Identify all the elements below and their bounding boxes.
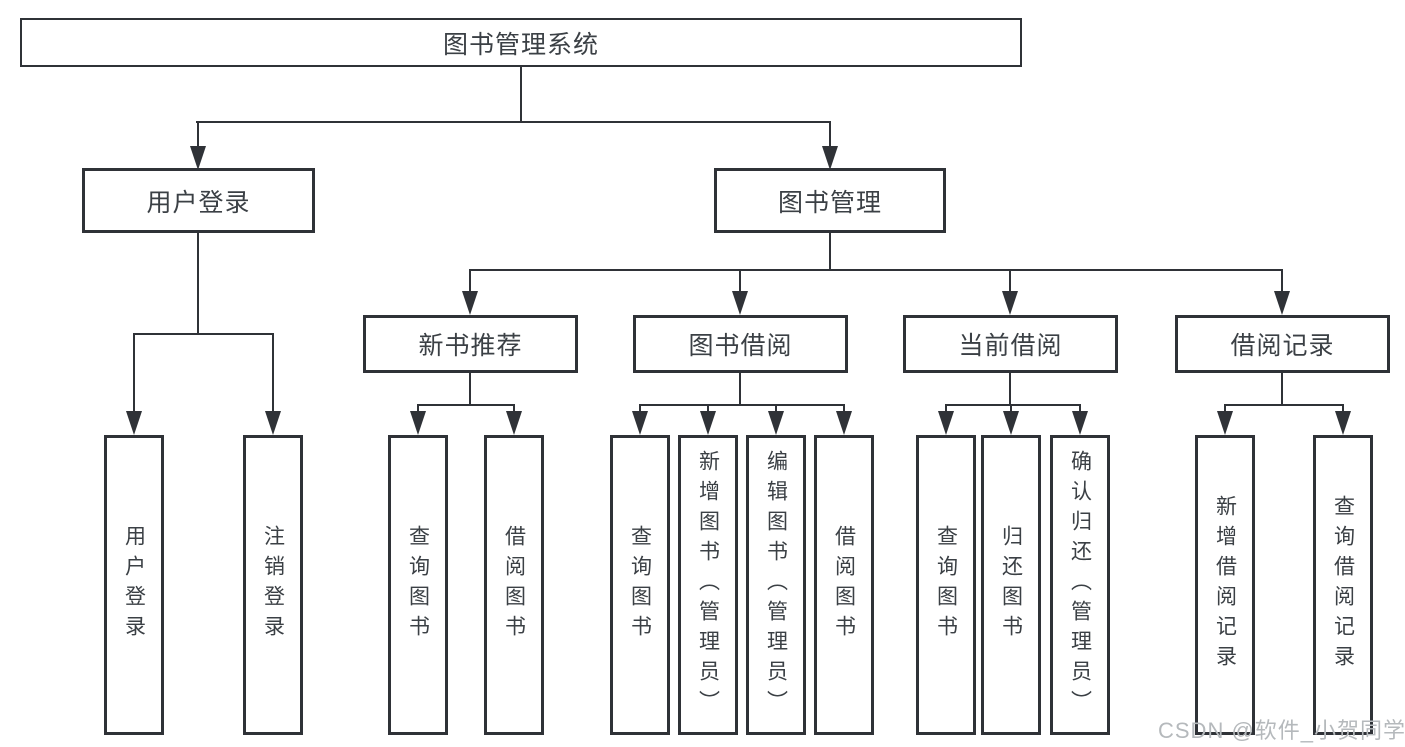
node-book-management-label: 图书管理: [777, 188, 882, 217]
connector-arrow-down-icon: [1072, 411, 1088, 435]
connector-line: [739, 373, 741, 406]
connector-line: [417, 404, 515, 406]
connector-line: [775, 404, 777, 413]
connector-line: [197, 121, 199, 147]
connector-arrow-down-icon: [1002, 291, 1018, 315]
node-user-login-label: 用户登录: [146, 188, 251, 217]
connector-line: [1009, 269, 1011, 292]
connector-arrow-down-icon: [1003, 411, 1019, 435]
connector-line: [469, 373, 471, 406]
leaf-edit-books-admin-label: 编辑图书（管理员）: [764, 450, 788, 720]
leaf-current-search-books: 查询图书: [916, 435, 976, 735]
node-current-borrow-label: 当前借阅: [958, 332, 1063, 360]
leaf-recommend-borrow-books: 借阅图书: [484, 435, 544, 735]
leaf-add-books-admin-label: 新增图书（管理员）: [696, 450, 720, 720]
connector-arrow-down-icon: [632, 411, 648, 435]
connector-line: [1281, 373, 1283, 406]
leaf-borrow-search-books: 查询图书: [610, 435, 670, 735]
node-root-label: 图书管理系统: [442, 30, 599, 59]
connector-arrow-down-icon: [700, 411, 716, 435]
node-root-system: 图书管理系统: [20, 18, 1022, 67]
connector-line: [945, 404, 1081, 406]
connector-line: [639, 404, 845, 406]
leaf-confirm-return-admin-label: 确认归还（管理员）: [1068, 450, 1092, 720]
leaf-logout: 注销登录: [243, 435, 303, 735]
leaf-current-search-books-label: 查询图书: [934, 525, 958, 645]
connector-line: [272, 333, 274, 412]
connector-arrow-down-icon: [732, 291, 748, 315]
connector-arrow-down-icon: [1335, 411, 1351, 435]
leaf-recommend-borrow-books-label: 借阅图书: [502, 525, 526, 645]
connector-line: [707, 404, 709, 413]
connector-line: [133, 333, 274, 335]
leaf-add-borrow-record: 新增借阅记录: [1195, 435, 1255, 735]
connector-line: [1224, 404, 1344, 406]
leaf-borrow-books-label: 借阅图书: [832, 525, 856, 645]
connector-arrow-down-icon: [822, 146, 838, 170]
connector-line: [469, 269, 1283, 271]
connector-line: [1010, 404, 1012, 413]
connector-line: [639, 404, 641, 413]
node-user-login: 用户登录: [82, 168, 315, 233]
leaf-edit-books-admin: 编辑图书（管理员）: [746, 435, 806, 735]
connector-line: [197, 233, 199, 334]
leaf-confirm-return-admin: 确认归还（管理员）: [1050, 435, 1110, 735]
node-book-management: 图书管理: [714, 168, 946, 233]
connector-line: [829, 233, 831, 271]
connector-arrow-down-icon: [836, 411, 852, 435]
leaf-return-books-label: 归还图书: [999, 525, 1023, 645]
leaf-add-borrow-record-label: 新增借阅记录: [1213, 495, 1237, 675]
connector-arrow-down-icon: [938, 411, 954, 435]
node-new-book-recommend: 新书推荐: [363, 315, 578, 373]
leaf-search-borrow-record: 查询借阅记录: [1313, 435, 1373, 735]
leaf-recommend-search-books-label: 查询图书: [406, 525, 430, 645]
leaf-user-login-label: 用户登录: [122, 525, 146, 645]
leaf-user-login: 用户登录: [104, 435, 164, 735]
node-new-book-recommend-label: 新书推荐: [418, 332, 523, 360]
leaf-add-books-admin: 新增图书（管理员）: [678, 435, 738, 735]
leaf-return-books: 归还图书: [981, 435, 1041, 735]
connector-line: [196, 121, 831, 123]
connector-line: [469, 269, 471, 292]
connector-line: [417, 404, 419, 413]
connector-line: [1342, 404, 1344, 413]
connector-line: [739, 269, 741, 292]
node-borrow-records: 借阅记录: [1175, 315, 1390, 373]
connector-line: [513, 404, 515, 413]
connector-line: [1079, 404, 1081, 413]
connector-line: [520, 67, 522, 121]
connector-line: [829, 121, 831, 147]
connector-line: [945, 404, 947, 413]
node-borrow-records-label: 借阅记录: [1230, 332, 1335, 360]
connector-arrow-down-icon: [126, 411, 142, 435]
connector-line: [843, 404, 845, 413]
leaf-recommend-search-books: 查询图书: [388, 435, 448, 735]
connector-line: [133, 333, 135, 412]
node-book-borrow: 图书借阅: [633, 315, 848, 373]
connector-line: [1224, 404, 1226, 413]
leaf-logout-label: 注销登录: [261, 525, 285, 645]
connector-arrow-down-icon: [768, 411, 784, 435]
leaf-search-borrow-record-label: 查询借阅记录: [1331, 495, 1355, 675]
node-book-borrow-label: 图书借阅: [688, 332, 793, 360]
connector-arrow-down-icon: [410, 411, 426, 435]
connector-arrow-down-icon: [265, 411, 281, 435]
leaf-borrow-books: 借阅图书: [814, 435, 874, 735]
connector-arrow-down-icon: [1217, 411, 1233, 435]
node-current-borrow: 当前借阅: [903, 315, 1118, 373]
connector-arrow-down-icon: [1274, 291, 1290, 315]
csdn-watermark: CSDN @软件_小贺同学: [1158, 718, 1405, 743]
connector-arrow-down-icon: [190, 146, 206, 170]
leaf-borrow-search-books-label: 查询图书: [628, 525, 652, 645]
connector-arrow-down-icon: [462, 291, 478, 315]
connector-arrow-down-icon: [506, 411, 522, 435]
connector-line: [1009, 373, 1011, 406]
connector-line: [1281, 269, 1283, 292]
